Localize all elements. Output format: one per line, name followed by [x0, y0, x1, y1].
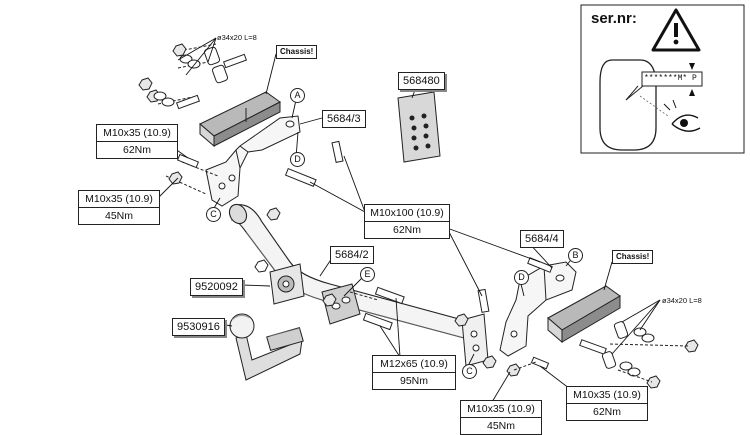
- right-chassis-bracket: [547, 285, 621, 344]
- bolt-spec-ball-mount: M12x65 (10.9) 95Nm: [372, 355, 456, 390]
- towball-part: [229, 313, 304, 381]
- left-side-bolts: [165, 140, 344, 221]
- serial-number-panel: [580, 4, 745, 154]
- eye-icon: [663, 99, 701, 132]
- bolt-torque: 45Nm: [486, 420, 515, 432]
- right-side-bolts: [477, 257, 553, 377]
- crossbar-end-plate: [454, 313, 489, 367]
- kit-card-label: 568480: [398, 72, 445, 90]
- marker-d-right: D: [514, 270, 529, 285]
- bolt-torque: 62Nm: [122, 144, 151, 156]
- bolt-torque: 95Nm: [399, 375, 428, 387]
- marker-a: A: [290, 88, 305, 103]
- bolt-size: M10x100 (10.9): [365, 205, 449, 222]
- crossbar-label: 5684/2: [330, 246, 374, 264]
- right-fastener-stack: [579, 321, 699, 389]
- bolt-spec-mid-left: M10x35 (10.9) 45Nm: [78, 190, 160, 225]
- bolt-torque: 62Nm: [592, 406, 621, 418]
- kit-card-568480: [397, 91, 441, 163]
- spacer-label-right: ø34x20 L=8: [662, 296, 702, 305]
- bolt-size: M10x35 (10.9): [567, 387, 647, 404]
- chassis-label-right: Chassis!: [612, 250, 654, 264]
- bolt-torque: 62Nm: [392, 224, 421, 236]
- left-bracket-label: 5684/3: [322, 110, 366, 128]
- socket-plate-part: [254, 259, 305, 305]
- socket-plate-label: 9520092: [190, 278, 243, 296]
- left-mount-bracket: [205, 115, 301, 207]
- bolt-spec-bottom-right: M10x35 (10.9) 62Nm: [566, 386, 648, 421]
- left-chassis-bracket: [199, 91, 281, 148]
- left-fastener-stack: [138, 43, 248, 110]
- marker-c-left: C: [206, 207, 221, 222]
- serial-title: ser.nr:: [591, 10, 637, 27]
- bolt-size: M10x35 (10.9): [79, 191, 159, 208]
- marker-b: B: [568, 248, 583, 263]
- bolt-spec-bottom-center: M10x35 (10.9) 45Nm: [460, 400, 542, 435]
- bolt-size: M10x35 (10.9): [461, 401, 541, 418]
- towball-label: 9530916: [172, 318, 225, 336]
- right-bracket-label: 5684/4: [520, 230, 564, 248]
- ball-mount-bolts: [322, 286, 405, 331]
- bolt-size: M10x35 (10.9): [97, 125, 177, 142]
- bolt-size: M12x65 (10.9): [373, 356, 455, 373]
- marker-e: E: [360, 267, 375, 282]
- marker-d-left: D: [290, 152, 305, 167]
- bolt-torque: 45Nm: [104, 210, 133, 222]
- bolt-spec-center: M10x100 (10.9) 62Nm: [364, 204, 450, 239]
- serial-code: *******M* P: [644, 74, 697, 83]
- bolt-spec-upper-left: M10x35 (10.9) 62Nm: [96, 124, 178, 159]
- marker-c-right: C: [462, 364, 477, 379]
- warning-triangle-icon: [651, 8, 701, 52]
- spacer-label-left: ø34x20 L=8: [217, 33, 257, 42]
- chassis-label-left: Chassis!: [276, 45, 318, 59]
